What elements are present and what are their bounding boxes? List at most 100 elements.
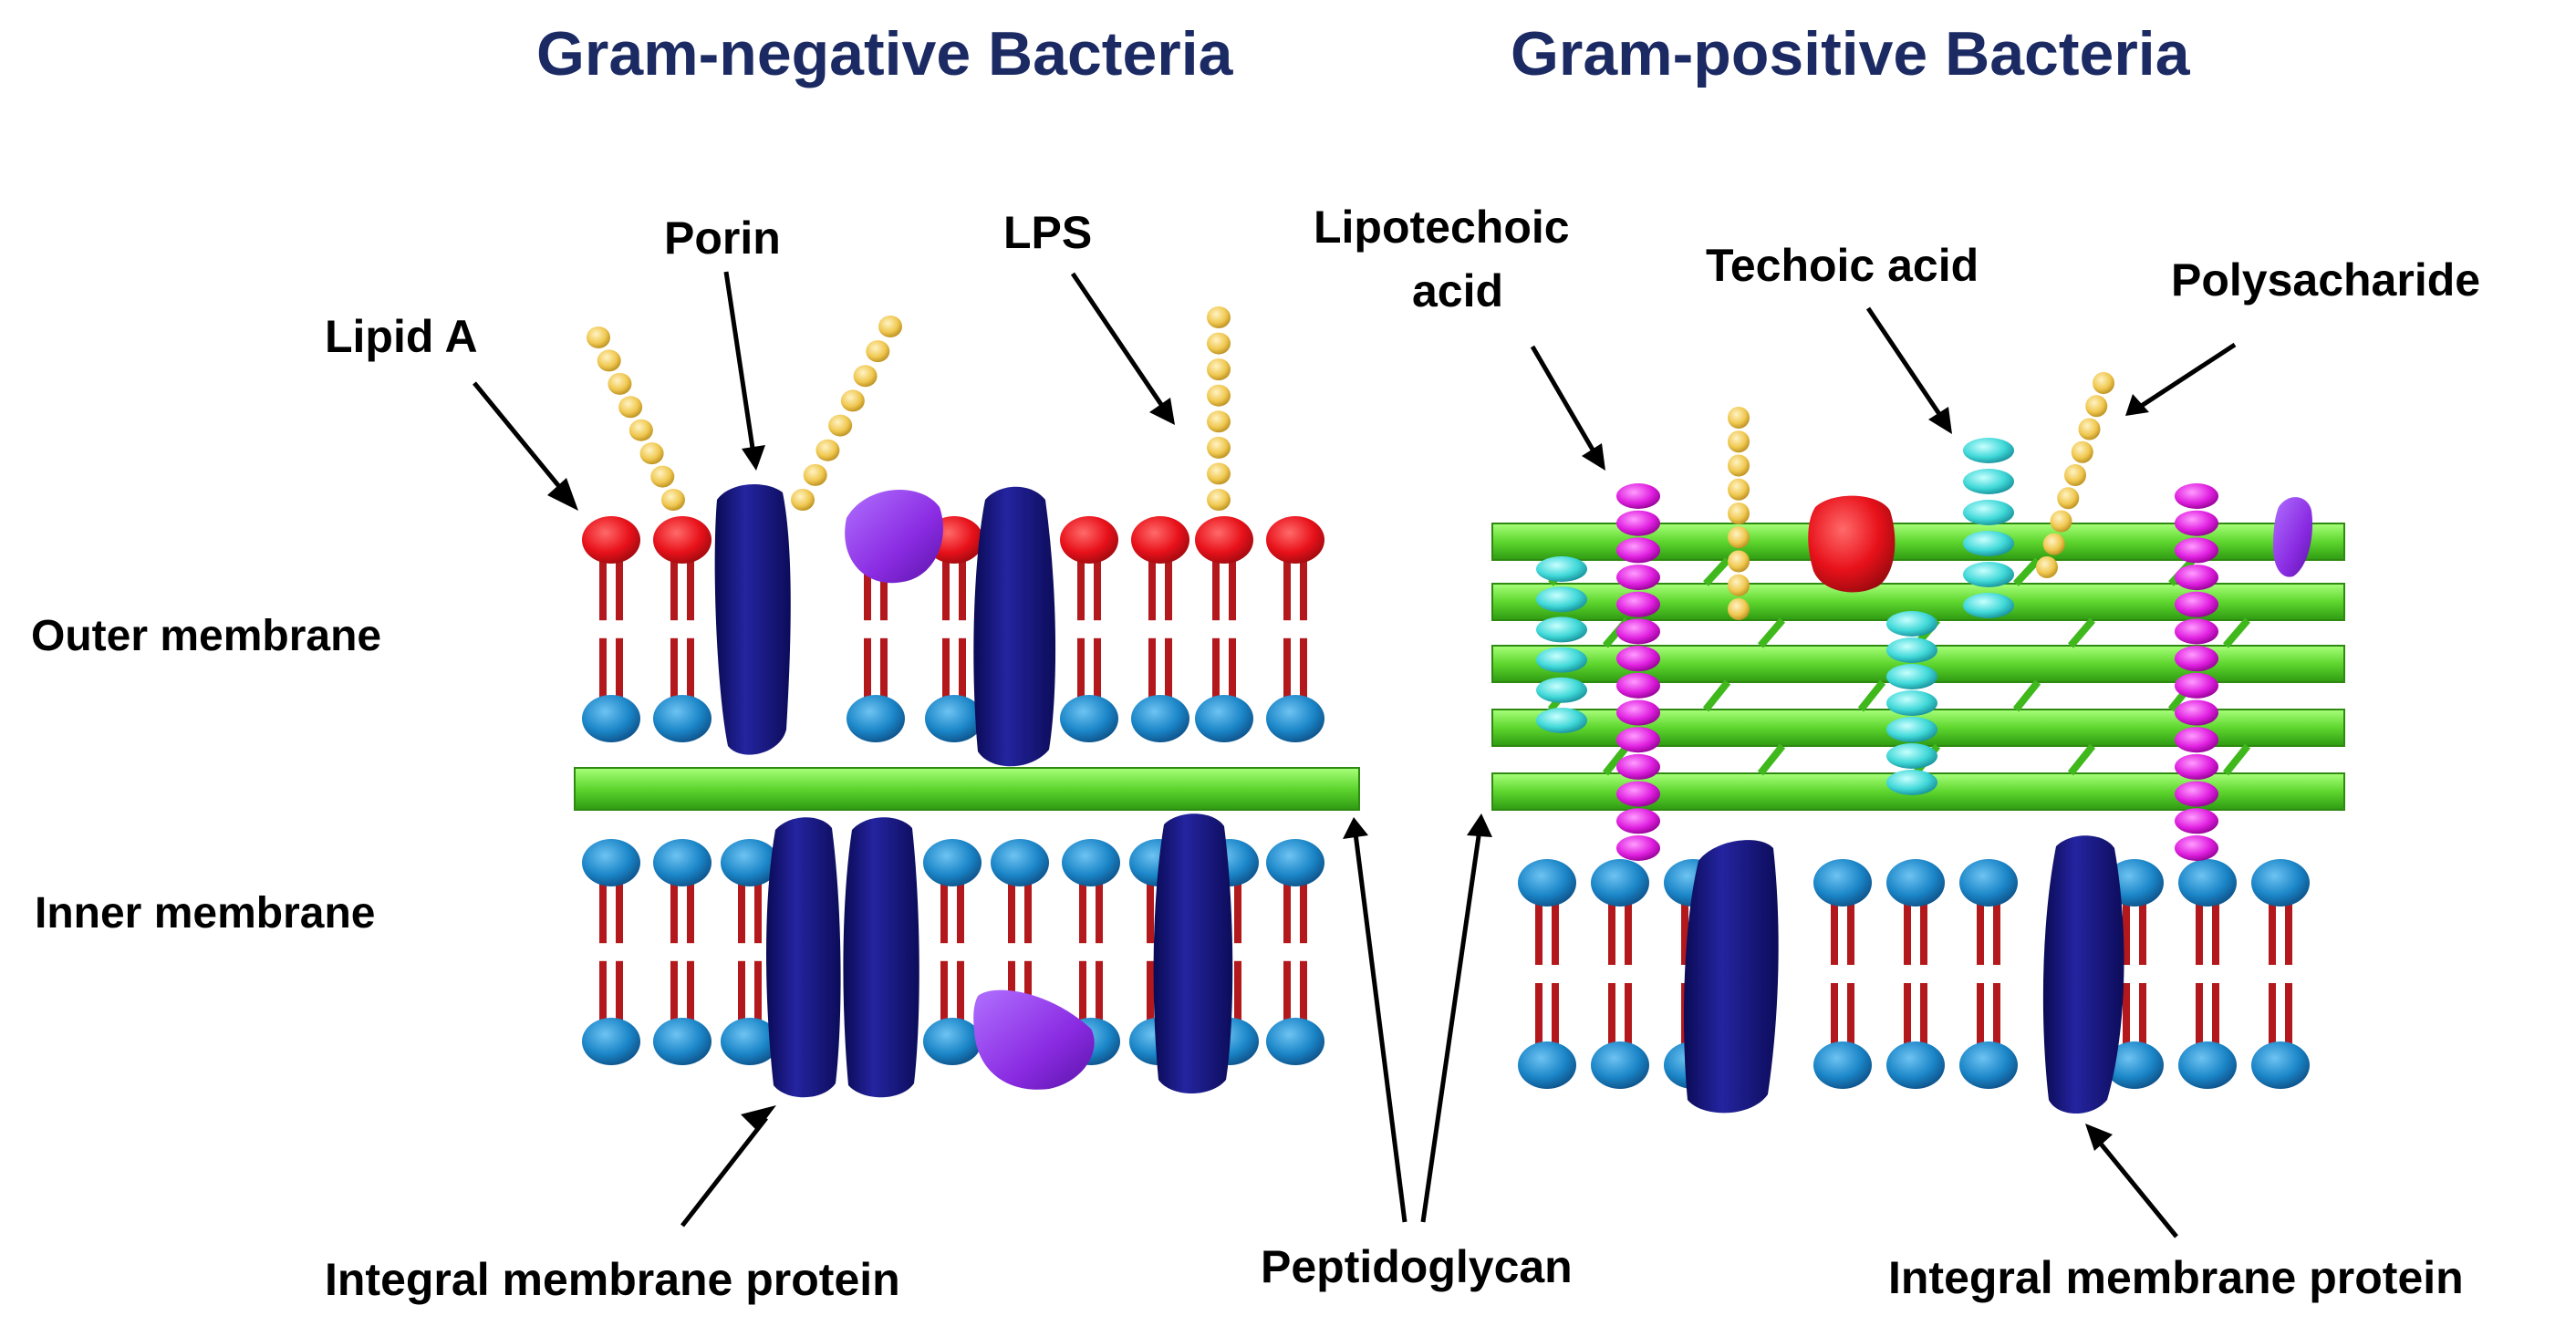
arrow-peptidoglycan-2 [1420,829,1482,1223]
bead [2175,808,2218,834]
phospholipid [1959,859,2018,1089]
lipid-head [653,839,712,886]
arrow-lps [1070,272,1167,410]
bead [803,463,827,486]
lipid-tail [687,960,694,1041]
bead [1963,500,2014,525]
bead [1536,556,1587,582]
bead [2175,483,2218,509]
lipid-tail [670,863,678,944]
lipid-tail [1283,960,1291,1041]
bead [2093,372,2114,394]
bead [1207,489,1231,511]
bead [1886,637,1937,663]
bead [628,419,653,441]
lipid-head [1062,839,1120,886]
bead [1616,483,1660,509]
bead [2175,510,2218,536]
teichoic-chain [1886,611,1937,795]
lipid-tail [1008,863,1015,944]
lipid-head [1266,839,1324,886]
lipid-tail [1147,863,1154,944]
lipid-tail [599,863,607,944]
lipid-tail [942,540,950,621]
lipid-head [1195,695,1253,742]
bead [1728,550,1750,573]
phospholipid [1131,516,1189,742]
lipid-head [1886,859,1945,906]
lipid-head [582,516,640,564]
bead [1207,358,1231,381]
lipid-tail [1283,863,1291,944]
bead [1536,677,1587,703]
lipid-head [1959,859,2018,906]
lipid-head [653,1018,712,1065]
lipid-tail [738,863,745,944]
bead [1616,537,1660,564]
lipid-head [991,839,1049,886]
bead [1963,469,2014,494]
lipid-tail [1977,983,1984,1065]
lipid-head [2178,859,2237,906]
peptidoglycan-crosslink [2012,679,2041,712]
lipid-tail [754,863,762,944]
lipid-tail [599,637,607,719]
lipid-head [2251,1041,2310,1089]
inner-membrane-protein-1 [766,817,841,1098]
peptidoglycan-crosslink [1703,557,1730,586]
lipid-tail [687,863,694,944]
lipid-tail [940,960,948,1041]
bead [639,442,664,465]
bead [2175,565,2218,591]
lipid-tail [670,960,678,1041]
lipid-head [925,695,983,742]
lipid-head [1813,859,1872,906]
bead [2175,781,2218,807]
inner-membrane-protein-3 [1153,813,1233,1093]
bead [1616,510,1660,536]
lipid-tail [2123,983,2130,1065]
bead [2078,418,2101,440]
label-integral-protein-left: Integral membrane protein [325,1254,900,1305]
bead [1886,743,1937,769]
bead [1963,438,2014,463]
lipid-head [653,695,712,742]
bead [815,439,840,461]
bead [2175,727,2218,753]
gram-positive-membrane-lipids [1518,859,2310,1089]
bead [1728,502,1750,524]
bead [791,489,815,511]
bead [1616,591,1660,617]
lipid-tail [2139,983,2146,1065]
peptidoglycan-crosslink [1757,617,1786,648]
bead [1536,616,1587,643]
phospholipid [1060,516,1118,742]
lipid-head [1518,859,1576,906]
lipid-tail [2269,983,2276,1065]
annotation-arrowheads [547,394,2149,1151]
lipid-tail [1147,960,1154,1041]
lipid-tail [880,637,888,719]
bead [1616,618,1660,645]
phospholipid [1886,859,1945,1089]
bead [1536,708,1587,733]
lipid-head [1886,1041,1945,1089]
bead [828,414,853,437]
lipid-tail [2212,883,2219,965]
lipid-tail [1847,983,1854,1065]
phospholipid [2251,859,2310,1089]
lipid-tail [2123,883,2130,965]
label-peptidoglycan: Peptidoglycan [1261,1241,1573,1292]
lipid-tail [616,960,623,1041]
bead [853,365,878,388]
label-porin: Porin [664,212,781,264]
bead [1963,593,2014,618]
lipid-tail [616,637,623,719]
lipid-tail [1920,983,1927,1065]
bead [2064,464,2086,486]
peptidoglycan-crosslink [1702,679,1731,712]
phospholipid [582,839,640,1065]
porin-protein-2 [973,486,1056,767]
bead [1616,835,1660,861]
peptidoglycan-crosslink [1857,679,1886,712]
